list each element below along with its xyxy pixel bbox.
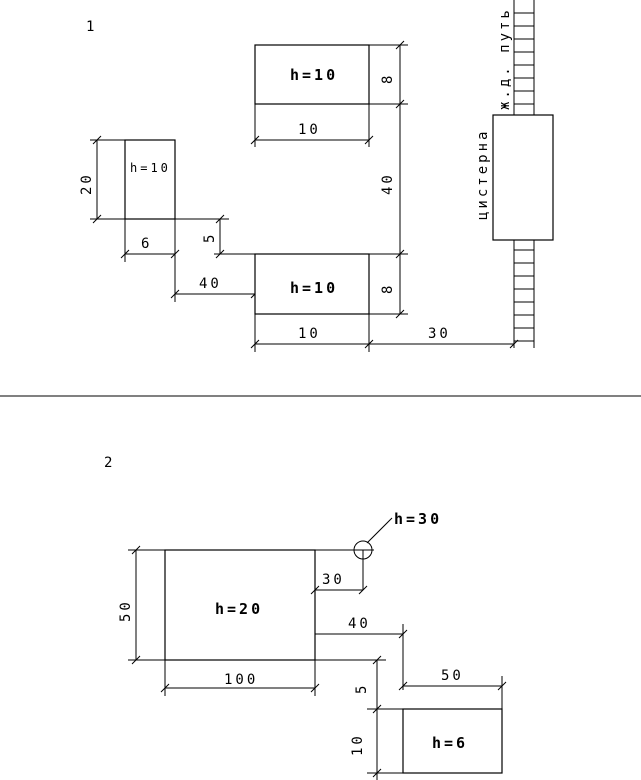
box-top-depth-label: 8 (380, 73, 396, 84)
gap-5-dimension-2 (315, 655, 403, 780)
box-bottom (254, 253, 370, 315)
box-left (124, 139, 176, 220)
box-left-depth-dimension (90, 135, 125, 224)
gap-5-dimension (175, 214, 255, 259)
building-small (402, 708, 503, 774)
building-small-height: h=6 (432, 734, 468, 752)
distance-to-tank-label: 30 (428, 326, 451, 342)
distance-30-label: 30 (322, 572, 345, 588)
building-big-depth-label: 50 (118, 599, 134, 622)
building-big (164, 549, 316, 661)
box-top-depth-dimension (369, 40, 408, 109)
box-left-width-dimension (120, 219, 180, 302)
building-big-depth-dimension (128, 545, 165, 665)
tank-label: цистерна (475, 129, 491, 220)
distance-40-label: 40 (348, 616, 371, 632)
gap-5-label-2: 5 (354, 683, 370, 694)
box-left-depth-label: 20 (79, 172, 95, 195)
figure-2: 2 h=20 50 100 h=30 (104, 455, 507, 780)
gap-40-vertical-dimension (395, 104, 405, 259)
box-top-width-dimension (250, 104, 374, 147)
box-top-height: h=10 (290, 66, 338, 84)
gap-40-horizontal-label: 40 (199, 276, 222, 292)
box-bottom-width-dimension (250, 314, 519, 352)
distance-40-dimension (315, 624, 408, 690)
gap-5-label: 5 (202, 232, 218, 243)
box-left-height: h=10 (130, 161, 171, 175)
building-small-depth-label: 10 (350, 733, 366, 756)
building-small-width-label: 50 (441, 668, 464, 684)
building-big-height: h=20 (215, 600, 263, 618)
gap-40-vertical-label: 40 (380, 172, 396, 195)
figure-1: 1 ж. (79, 0, 554, 352)
box-bottom-width-label: 10 (298, 326, 321, 342)
box-left-width-label: 6 (141, 236, 152, 252)
railway-sleepers (514, 12, 534, 342)
building-small-width-dimension (398, 676, 507, 709)
railway-track: ж.д. путь (497, 0, 535, 348)
box-top (254, 44, 370, 105)
building-big-width-dimension (160, 660, 320, 696)
box-bottom-height: h=10 (290, 279, 338, 297)
circle-crosshair (315, 517, 393, 590)
railway-label: ж.д. путь (497, 7, 513, 110)
figure-2-number: 2 (104, 455, 115, 471)
distance-30-dimension (310, 585, 368, 595)
tank-car (492, 114, 554, 241)
box-bottom-depth-label: 8 (380, 283, 396, 294)
figure-1-number: 1 (86, 19, 97, 35)
box-bottom-depth-dimension (369, 253, 408, 319)
building-big-width-label: 100 (224, 672, 258, 688)
box-top-width-label: 10 (298, 122, 321, 138)
source-circle-height: h=30 (394, 510, 442, 528)
